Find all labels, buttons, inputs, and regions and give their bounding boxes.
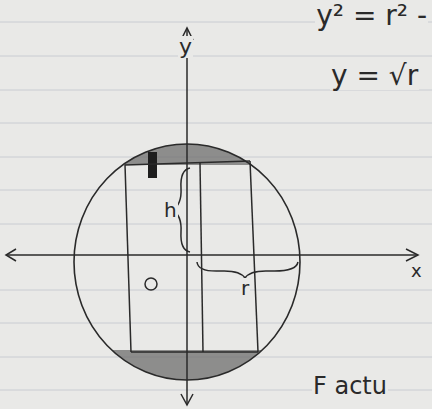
dimension-label: h [163, 200, 178, 220]
equation: y = √r [330, 62, 419, 90]
shaded-caps [60, 140, 320, 390]
axis-label: x [410, 262, 423, 280]
dimension-label: r [240, 278, 250, 298]
equation: y² = r² - [315, 2, 428, 30]
slice-mark [148, 152, 157, 178]
cylinder [125, 161, 258, 352]
ruled-lines [0, 22, 432, 390]
brackets [145, 168, 298, 290]
note: F actu [312, 374, 388, 398]
axis-label: y [178, 36, 193, 58]
